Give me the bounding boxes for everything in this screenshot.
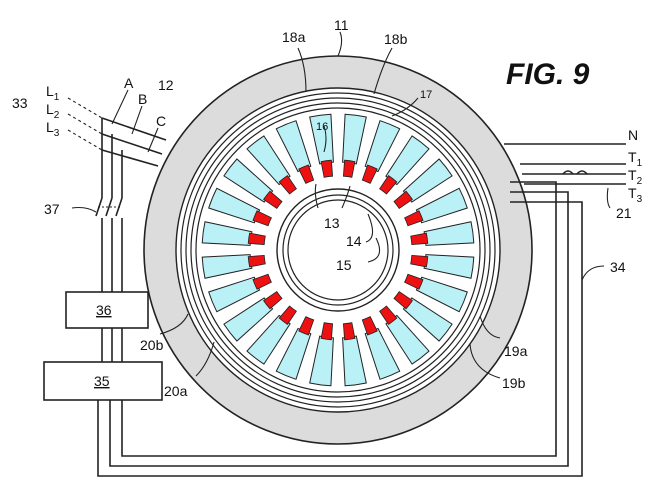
winding-ring-19 — [185, 97, 491, 403]
winding-ring-20 — [190, 102, 486, 398]
label-16: 16 — [316, 121, 328, 133]
rotor-magnet — [393, 291, 413, 310]
label-20a: 20a — [164, 383, 188, 399]
leader-37 — [71, 206, 97, 213]
label-b: B — [138, 91, 147, 107]
wiring — [43, 97, 626, 477]
label-c: C — [156, 113, 166, 129]
supply-line-l2 — [67, 113, 103, 135]
rotor-magnet — [404, 273, 424, 290]
rotor-magnet — [298, 164, 315, 184]
label-18a: 18a — [282, 29, 306, 45]
rotor-bore — [276, 188, 400, 312]
return-loop-middle — [109, 191, 569, 467]
stator-assembly — [143, 55, 533, 445]
lead-b — [101, 133, 163, 155]
crossover-1 — [576, 170, 588, 175]
label-t3: T3 — [628, 185, 643, 205]
label-14: 14 — [346, 233, 362, 249]
label-l3: L3 — [46, 119, 60, 139]
rotor-magnet — [320, 322, 334, 341]
rotor-magnet — [252, 273, 272, 290]
box-36-label: 36 — [96, 302, 112, 318]
rotor-magnet — [361, 164, 378, 184]
leader-14 — [365, 213, 374, 243]
label-t1: T1 — [628, 149, 643, 169]
rotor-magnet — [361, 316, 378, 336]
winding-ring-18 — [180, 92, 496, 408]
label-l1: L1 — [46, 83, 60, 103]
rotor-magnet — [247, 232, 266, 246]
rotor-magnet — [247, 254, 266, 268]
lead-c — [101, 149, 159, 167]
rotor-magnet — [379, 305, 398, 325]
rotor-magnet — [252, 210, 272, 227]
box-35-label: 35 — [94, 373, 110, 389]
rotor-magnet — [379, 175, 398, 195]
rotor-magnet — [342, 159, 356, 178]
leader-20a — [195, 341, 215, 377]
rotor-magnet — [320, 159, 334, 178]
box-36 — [65, 291, 149, 329]
label-l2: L2 — [46, 101, 60, 121]
leader-20b — [159, 313, 189, 335]
rotor-ring-15 — [287, 199, 389, 301]
rotor-magnet — [393, 190, 413, 209]
rotor-ring-14 — [282, 194, 394, 306]
leader-17 — [391, 97, 419, 117]
label-11: 11 — [334, 17, 349, 33]
figure-title: FIG. 9 — [506, 58, 590, 91]
rotor-magnet — [342, 322, 356, 341]
supply-line-l1 — [67, 97, 103, 119]
leader-lines — [71, 31, 611, 379]
rotor-magnet — [263, 190, 283, 209]
leader-a — [111, 89, 129, 125]
label-12: 12 — [158, 77, 174, 93]
leader-15 — [367, 237, 381, 263]
rotor-magnet — [404, 210, 424, 227]
rotor-magnet — [410, 232, 429, 246]
leader-13 — [314, 183, 351, 209]
label-19b: 19b — [502, 375, 526, 391]
label-20b: 20b — [140, 337, 164, 353]
label-19a: 19a — [504, 343, 528, 359]
return-loop-inner — [121, 181, 557, 457]
label-37: 37 — [44, 201, 60, 217]
stator-slots — [201, 113, 475, 387]
leader-19b — [469, 343, 501, 379]
label-a: A — [124, 75, 134, 91]
rotor-magnet — [278, 305, 297, 325]
leader-21 — [606, 187, 611, 209]
leader-16 — [323, 125, 327, 153]
leader-c — [147, 127, 159, 153]
switch-37-blade-2 — [105, 197, 113, 217]
rotor-magnet — [263, 291, 283, 310]
rotor-magnets — [247, 159, 429, 341]
box-35 — [43, 361, 163, 401]
label-34: 34 — [610, 259, 626, 275]
label-21: 21 — [616, 205, 632, 221]
crossover-2 — [562, 170, 574, 175]
leader-18a — [297, 47, 307, 93]
supply-line-l3 — [67, 129, 103, 151]
label-33: 33 — [12, 95, 28, 111]
leader-18b — [373, 47, 393, 95]
leader-b — [131, 105, 143, 135]
label-18b: 18b — [384, 31, 408, 47]
leader-34 — [581, 265, 605, 281]
label-n: N — [628, 127, 638, 143]
label-15: 15 — [336, 257, 352, 273]
label-17: 17 — [420, 89, 432, 101]
return-loop-outer — [97, 201, 583, 477]
rotor-magnet — [298, 316, 315, 336]
rotor-magnet — [278, 175, 297, 195]
rotor-magnet — [410, 254, 429, 268]
leader-11 — [337, 31, 343, 57]
labels: FIG. 9 11 12 13 14 15 16 17 18a 18b 19a … — [12, 17, 643, 399]
leader-19a — [479, 315, 501, 339]
label-t2: T2 — [628, 167, 643, 187]
label-13: 13 — [324, 215, 340, 231]
